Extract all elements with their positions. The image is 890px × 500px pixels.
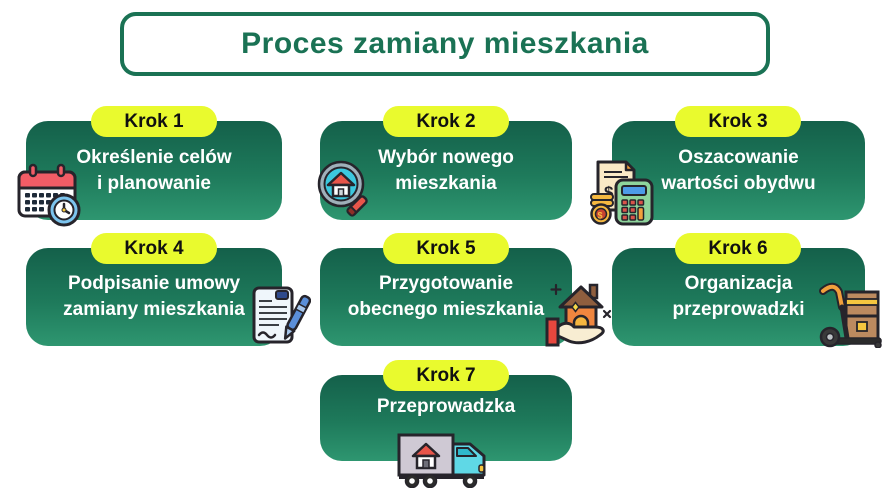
step-badge-3-text: Krok 3	[708, 110, 768, 132]
hand-truck-icon	[814, 280, 888, 348]
step-badge-5-text: Krok 5	[416, 237, 476, 259]
step-badge-6: Krok 6	[675, 233, 801, 264]
step-badge-2-text: Krok 2	[416, 110, 476, 132]
hand-house-icon	[543, 277, 613, 349]
step-label-3: Oszacowanie wartości obydwu	[661, 146, 816, 194]
step-badge-5: Krok 5	[383, 233, 509, 264]
step-label-1: Określenie celów i planowanie	[76, 146, 232, 194]
moving-truck-icon	[396, 432, 492, 488]
calendar-clock-icon	[16, 162, 84, 228]
svg-text:$: $	[598, 211, 603, 221]
step-label-2: Wybór nowego mieszkania	[378, 146, 514, 194]
money-calculator-icon: $ $	[586, 158, 656, 226]
step-card-4: Podpisanie umowy zamiany mieszkania	[26, 248, 282, 346]
title-banner: Proces zamiany mieszkania	[120, 12, 770, 76]
step-card-3: Oszacowanie wartości obydwu	[612, 121, 865, 220]
step-badge-4: Krok 4	[91, 233, 217, 264]
step-label-5: Przygotowanie obecnego mieszkania	[347, 273, 545, 320]
step-card-6: Organizacja przeprowadzki	[612, 248, 865, 346]
step-badge-1-text: Krok 1	[124, 110, 184, 132]
step-badge-7: Krok 7	[383, 360, 509, 391]
svg-text:$: $	[604, 183, 614, 202]
step-label-7: Przeprowadzka	[376, 396, 516, 417]
step-badge-4-text: Krok 4	[124, 237, 184, 259]
step-badge-1: Krok 1	[91, 106, 217, 137]
step-badge-3: Krok 3	[675, 106, 801, 137]
step-badge-2: Krok 2	[383, 106, 509, 137]
contract-pen-icon	[251, 284, 311, 346]
step-badge-7-text: Krok 7	[416, 364, 476, 386]
step-card-5: Przygotowanie obecnego mieszkania	[320, 248, 572, 346]
house-magnifier-icon	[315, 158, 377, 220]
step-badge-6-text: Krok 6	[708, 237, 768, 259]
step-label-6: Organizacja przeprowadzki	[672, 273, 805, 320]
page-title: Proces zamiany mieszkania	[241, 27, 649, 60]
step-label-4: Podpisanie umowy zamiany mieszkania	[63, 273, 245, 320]
